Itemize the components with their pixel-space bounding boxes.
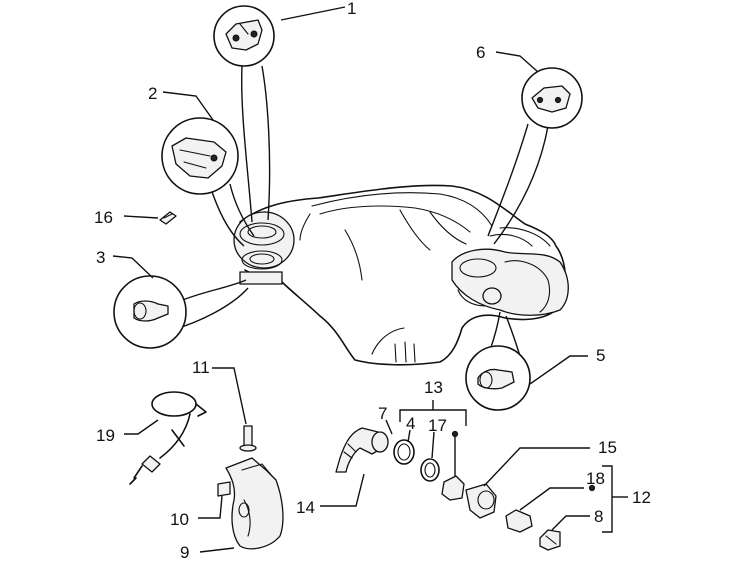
right-switch-housing	[451, 248, 569, 316]
callout-5	[465, 311, 588, 411]
screw-18	[505, 484, 596, 533]
label-3: 3	[96, 248, 105, 267]
connector-14	[320, 419, 393, 507]
label-7: 7	[378, 404, 387, 423]
label-1: 1	[347, 0, 356, 18]
label-6: 6	[476, 43, 485, 62]
ring-17	[420, 431, 440, 482]
label-19: 19	[96, 426, 115, 445]
label-2: 2	[148, 84, 157, 103]
label-13: 13	[424, 378, 443, 397]
label-10: 10	[170, 510, 189, 529]
screw-16	[123, 211, 177, 225]
callout-6	[487, 51, 583, 245]
label-16: 16	[94, 208, 113, 227]
bracket-12	[602, 465, 628, 533]
screw-8	[539, 515, 590, 551]
bracket-13	[399, 400, 467, 426]
ring-4	[393, 429, 415, 465]
cap-15	[465, 447, 590, 519]
label-11: 11	[192, 358, 210, 377]
label-15: 15	[598, 438, 617, 457]
bushing	[441, 430, 465, 501]
lower-housing-9	[198, 457, 284, 553]
callout-3	[112, 255, 249, 349]
label-17: 17	[428, 416, 447, 435]
wiring-harness-19	[124, 391, 207, 485]
label-12: 12	[632, 488, 651, 507]
callout-2	[161, 91, 255, 247]
left-switch-housing	[233, 211, 295, 285]
label-9: 9	[180, 543, 189, 562]
label-8: 8	[594, 507, 603, 526]
bolt-11	[212, 367, 257, 452]
label-5: 5	[596, 346, 605, 365]
label-4: 4	[406, 414, 415, 433]
label-18: 18	[586, 469, 605, 488]
label-14: 14	[296, 498, 315, 517]
callout-1	[213, 5, 346, 223]
